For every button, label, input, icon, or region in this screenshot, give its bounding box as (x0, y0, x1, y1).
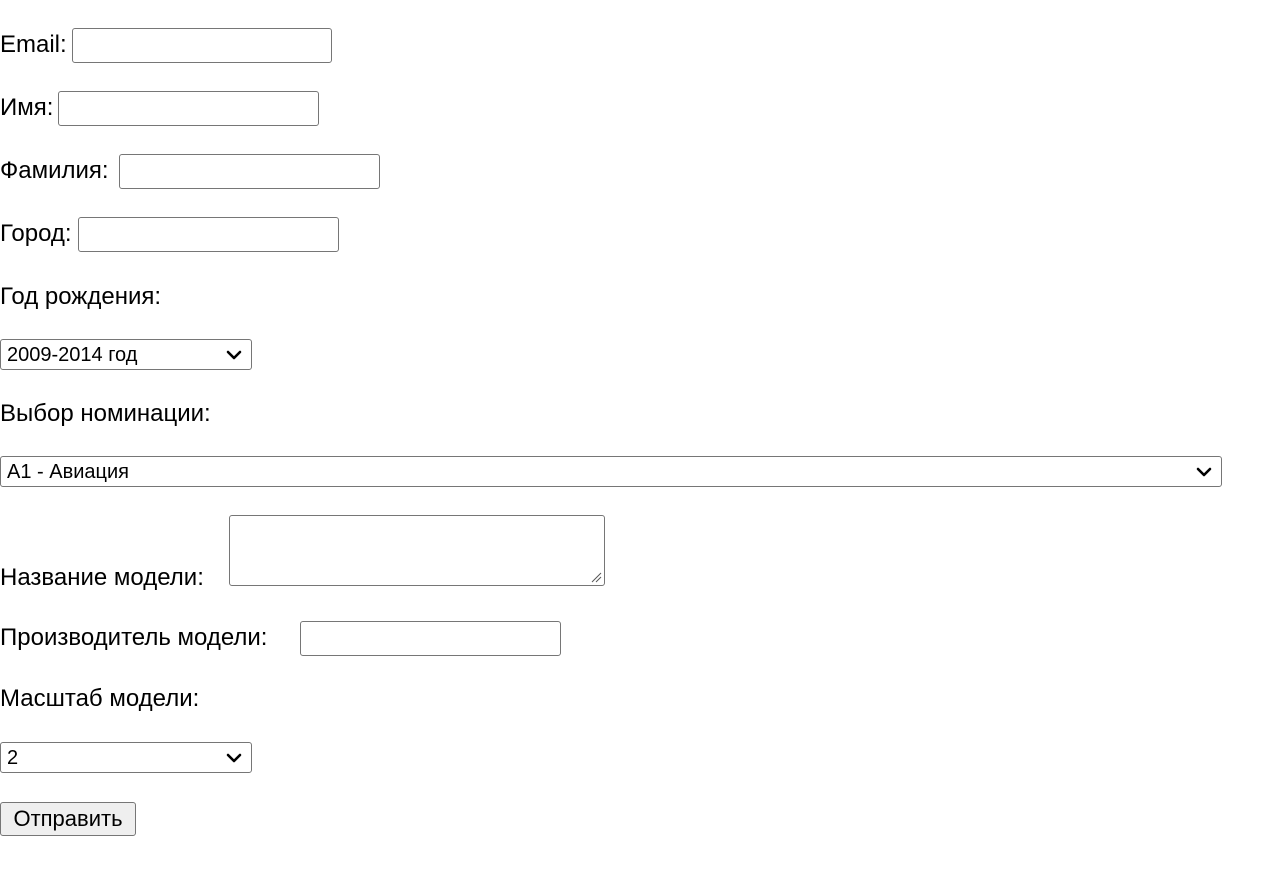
first-name-label: Имя: (0, 94, 54, 121)
last-name-label: Фамилия: (0, 157, 109, 184)
nomination-select[interactable]: А1 - Авиация (0, 456, 1222, 487)
chevron-down-icon (226, 350, 242, 360)
birth-year-selected-value: 2009-2014 год (7, 344, 138, 366)
model-name-label: Название модели: (0, 564, 204, 591)
first-name-field[interactable] (58, 91, 319, 126)
birth-year-select[interactable]: 2009-2014 год (0, 339, 252, 370)
model-manufacturer-field[interactable] (300, 621, 561, 656)
last-name-field[interactable] (119, 154, 380, 189)
model-scale-select[interactable]: 2 (0, 742, 252, 773)
model-manufacturer-label: Производитель модели: (0, 624, 268, 651)
model-scale-selected-value: 2 (7, 747, 19, 769)
city-field[interactable] (78, 217, 339, 252)
model-name-textarea[interactable] (229, 515, 605, 586)
submit-button[interactable]: Отправить (0, 802, 136, 836)
nomination-label: Выбор номинации: (0, 400, 211, 427)
resize-handle-icon[interactable] (591, 572, 602, 583)
birth-year-label: Год рождения: (0, 283, 162, 310)
model-scale-label: Масштаб модели: (0, 685, 200, 712)
email-field[interactable] (72, 28, 332, 63)
nomination-selected-value: А1 - Авиация (7, 461, 129, 483)
email-label: Email: (0, 31, 67, 58)
chevron-down-icon (226, 753, 242, 763)
city-label: Город: (0, 220, 72, 247)
chevron-down-icon (1196, 467, 1212, 477)
